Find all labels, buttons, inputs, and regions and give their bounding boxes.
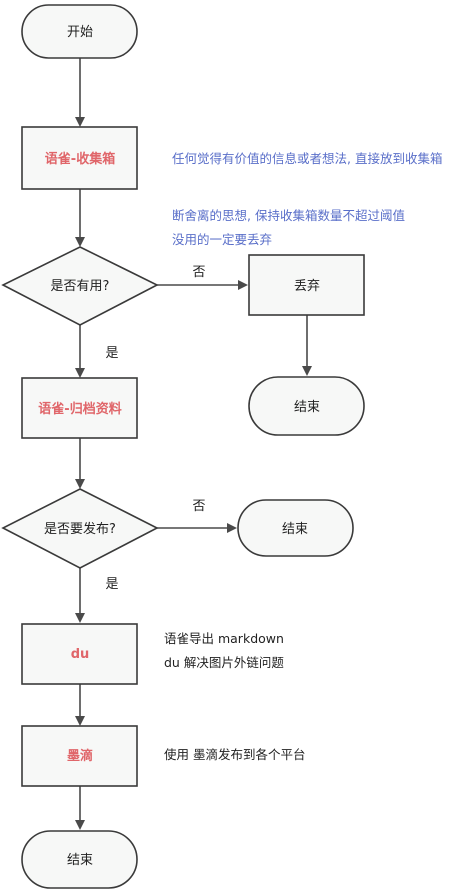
end-discard-label: 结束 <box>294 400 320 415</box>
end-nopublish-label: 结束 <box>282 522 308 537</box>
useful-decision <box>1 246 159 326</box>
useful-no-label: 否 <box>192 265 205 280</box>
du-label: du <box>71 647 90 662</box>
start-node <box>21 4 138 59</box>
useful-label: 是否有用? <box>51 279 110 294</box>
end-final-label: 结束 <box>67 853 93 868</box>
collect-node <box>21 126 138 190</box>
publish-label: 是否要发布? <box>44 521 116 537</box>
end-nopublish-node <box>237 499 354 557</box>
publish-no-label: 否 <box>192 499 205 514</box>
useful-yes-label: 是 <box>105 346 118 361</box>
publish-yes-label: 是 <box>105 577 118 592</box>
collect-label: 语雀-收集箱 <box>45 151 115 167</box>
discard-label: 丢弃 <box>294 279 320 294</box>
note-modi-1: 使用 墨滴发布到各个平台 <box>164 747 305 762</box>
note-collect-3: 没用的一定要丢弃 <box>172 232 272 247</box>
modi-label: 墨滴 <box>67 748 93 764</box>
archive-node <box>21 377 138 439</box>
end-discard-node <box>248 376 365 436</box>
discard-node <box>248 254 365 316</box>
note-du-1: 语雀导出 markdown <box>164 631 284 646</box>
end-final-node <box>21 830 138 889</box>
start-label: 开始 <box>67 25 93 40</box>
note-collect-2: 断舍离的思想, 保持收集箱数量不超过阈值 <box>172 208 405 223</box>
publish-decision <box>1 488 159 569</box>
du-node <box>21 623 138 685</box>
note-collect-1: 任何觉得有价值的信息或者想法, 直接放到收集箱 <box>172 151 442 166</box>
modi-node <box>21 725 138 787</box>
archive-label: 语雀-归档资料 <box>38 401 121 417</box>
note-du-2: du 解决图片外链问题 <box>164 655 284 670</box>
